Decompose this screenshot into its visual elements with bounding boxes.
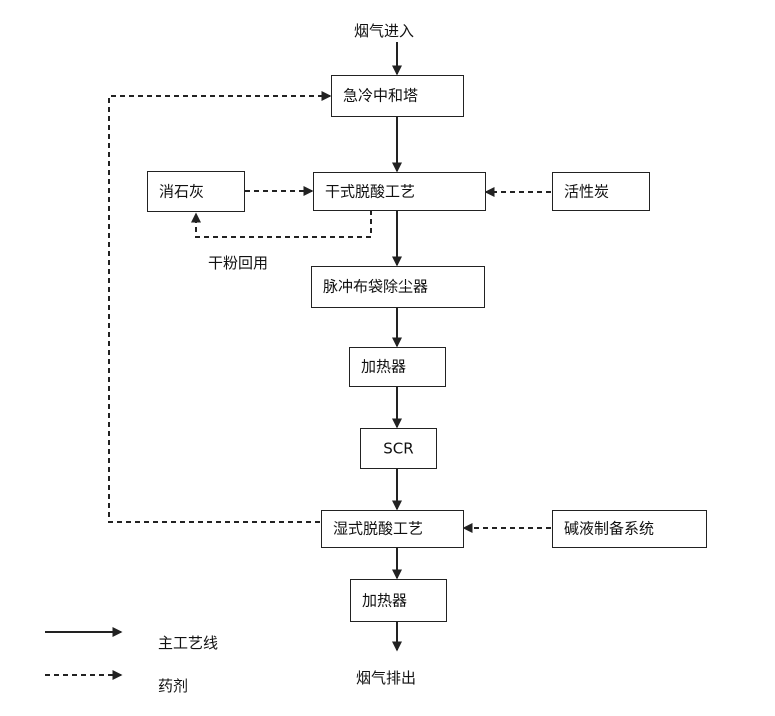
legend-reagent-label: 药剂 xyxy=(158,677,189,695)
flue-gas-input-label: 烟气进入 xyxy=(354,22,415,40)
activated-carbon-label: 活性炭 xyxy=(564,182,610,200)
quench-neutralization-tower-label: 急冷中和塔 xyxy=(343,86,419,105)
pulse-bag-filter-label: 脉冲布袋除尘器 xyxy=(323,277,429,296)
heater-1-box: 加热器 xyxy=(349,347,446,387)
pulse-bag-filter-box: 脉冲布袋除尘器 xyxy=(311,266,485,308)
dry-deacidification-process-label: 干式脱酸工艺 xyxy=(325,182,416,200)
slaked-lime-label: 消石灰 xyxy=(159,182,205,200)
wet-deacidification-process-label: 湿式脱酸工艺 xyxy=(333,519,424,538)
activated-carbon-box: 活性炭 xyxy=(552,172,650,211)
heater-2-box: 加热器 xyxy=(350,579,447,622)
alkali-preparation-system-box: 碱液制备系统 xyxy=(552,510,707,548)
legend-main-process-label: 主工艺线 xyxy=(158,634,219,652)
wet-deacidification-process-box: 湿式脱酸工艺 xyxy=(321,510,464,548)
heater-2-label: 加热器 xyxy=(362,591,408,609)
heater-1-label: 加热器 xyxy=(361,357,407,376)
alkali-preparation-system-label: 碱液制备系统 xyxy=(564,519,655,538)
quench-neutralization-tower-box: 急冷中和塔 xyxy=(331,75,464,117)
scr-label: SCR xyxy=(383,439,414,457)
slaked-lime-box: 消石灰 xyxy=(147,171,245,212)
dry-deacidification-process-box: 干式脱酸工艺 xyxy=(313,172,486,211)
dry-powder-reuse-label: 干粉回用 xyxy=(208,254,269,272)
dry-powder-recycle-dashed-arrow xyxy=(191,210,372,238)
scr-box: SCR xyxy=(360,428,437,469)
flue-gas-output-label: 烟气排出 xyxy=(356,669,417,687)
wet-return-to-quench-dashed-arrow xyxy=(108,91,332,523)
